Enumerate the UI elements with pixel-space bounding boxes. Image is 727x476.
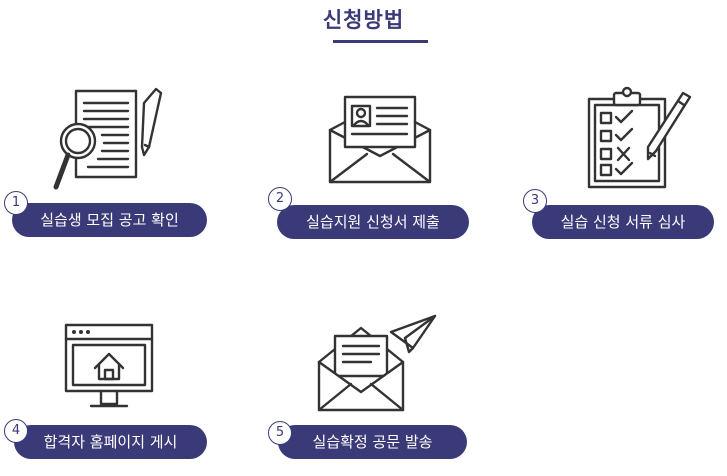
page-title: 신청방법 xyxy=(322,8,405,32)
step-3-label: 실습 신청 서류 심사 xyxy=(532,205,714,239)
title-underline xyxy=(333,40,428,43)
step-1-number: 1 xyxy=(4,191,28,215)
mail-send-icon xyxy=(317,314,437,412)
step-2-label: 실습지원 신청서 제출 xyxy=(277,205,469,239)
step-5-label: 실습확정 공문 발송 xyxy=(278,425,467,459)
step-4-label: 합격자 홈페이지 게시 xyxy=(14,425,207,459)
step-1-label: 실습생 모집 공고 확인 xyxy=(12,203,207,237)
envelope-profile-icon xyxy=(328,95,432,184)
step-3-number: 3 xyxy=(523,189,547,213)
checklist-icon xyxy=(587,86,692,189)
document-search-icon xyxy=(53,87,163,190)
step-5-number: 5 xyxy=(268,421,292,445)
step-2-number: 2 xyxy=(268,187,292,211)
step-4-number: 4 xyxy=(4,419,28,443)
homepage-monitor-icon xyxy=(64,323,154,408)
